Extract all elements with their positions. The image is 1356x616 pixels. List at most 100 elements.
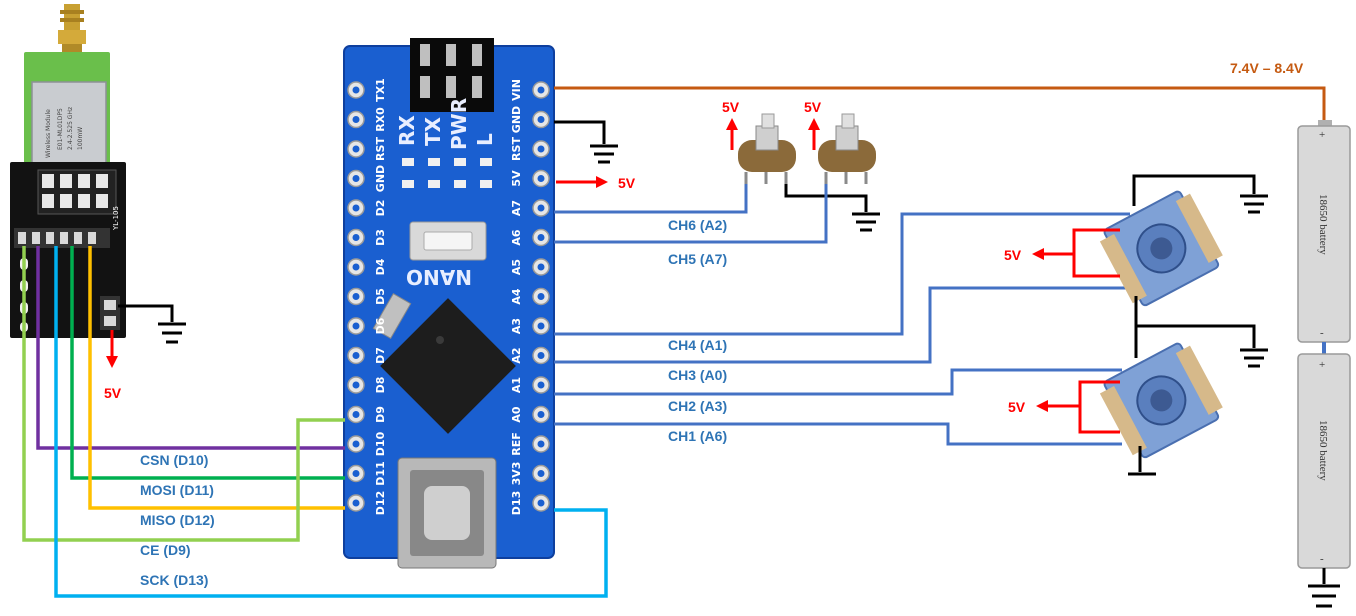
- left-pin-label-d2: D2: [374, 200, 387, 217]
- right-pin-label-vin: VIN: [510, 79, 523, 101]
- ground-icon: [590, 144, 618, 164]
- mosi-label: MOSI (D11): [140, 482, 214, 498]
- right-pin-center-a0: [537, 411, 545, 418]
- module-text: Wireless Module: [45, 109, 52, 158]
- right-pin-label-a1: A1: [510, 377, 523, 393]
- led-tx-label: TX: [421, 116, 445, 146]
- left-pin-center-tx1: [352, 86, 360, 94]
- ch3-label: CH3 (A0): [668, 367, 727, 383]
- left-pin-center-d10: [352, 440, 360, 448]
- pot-5v: 5V 5V: [722, 99, 822, 150]
- reset-button[interactable]: [409, 221, 487, 261]
- left-pin-label-d8: D8: [374, 377, 387, 394]
- left-pin-center-d3: [352, 234, 360, 241]
- right-pin-label-3v3: 3V3: [510, 462, 523, 486]
- right-pin-label-a0: A0: [510, 406, 523, 423]
- battery-bottom-minus: -: [1320, 553, 1324, 565]
- right-pin-center-a1: [537, 381, 545, 389]
- right-pin-center-gnd: [537, 116, 545, 123]
- ch6-wire: [554, 184, 748, 214]
- miso-wire: [88, 246, 345, 510]
- usb-c-port: [397, 457, 497, 569]
- left-pin-label-rx0: RX0: [374, 107, 387, 132]
- left-pin-label-d9: D9: [374, 406, 387, 423]
- right-pin-center-d13: [537, 499, 545, 507]
- led-pwr-label: PWR: [447, 98, 471, 150]
- left-pin-label-tx1: TX1: [374, 78, 387, 102]
- channel-labels: CH6 (A2) CH5 (A7) CH4 (A1) CH3 (A0) CH2 …: [668, 217, 727, 444]
- ce-label: CE (D9): [140, 542, 191, 558]
- left-pin-label-d10: D10: [374, 431, 387, 456]
- microcontroller-chip: [380, 298, 516, 434]
- nano-5v-label: 5V: [618, 175, 636, 191]
- right-pin-center-a2: [537, 352, 545, 359]
- ce-wire: [22, 246, 345, 542]
- left-pin-center-d7: [352, 352, 360, 359]
- right-pin-label-a2: A2: [510, 347, 523, 363]
- ground-icon: [1240, 194, 1268, 214]
- left-pin-label-d6: D6: [374, 317, 387, 334]
- nrf24-radio-module: Wireless Module E01-ML01DP5 2.4-2.525 GH…: [10, 4, 126, 338]
- right-pin-label-a7: A7: [510, 200, 523, 216]
- csn-label: CSN (D10): [140, 452, 208, 468]
- sck-label: SCK (D13): [140, 572, 208, 588]
- right-pin-center-rst: [537, 145, 545, 153]
- ch4-wire: [554, 212, 1130, 336]
- right-pin-center-a5: [537, 263, 545, 271]
- ch6-label: CH6 (A2): [668, 217, 727, 233]
- right-pin-center-a6: [537, 234, 545, 241]
- right-pin-label-ref: REF: [510, 432, 523, 456]
- battery-bottom: + 18650 battery -: [1297, 353, 1351, 569]
- joy1-5v-label: 5V: [1004, 247, 1022, 263]
- csn-wire: [36, 246, 345, 450]
- ground-icon: [852, 212, 880, 232]
- radio-5v-label: 5V: [104, 385, 122, 401]
- ground-icon: [158, 322, 186, 344]
- ch2-label: CH2 (A3): [668, 398, 727, 414]
- led-labels: RX TX PWR L: [395, 98, 497, 150]
- right-pin-center-vin: [537, 86, 545, 94]
- right-pin-label-a4: A4: [510, 288, 523, 305]
- left-pin-label-d7: D7: [374, 347, 387, 364]
- nano-logo: NANO: [406, 265, 472, 289]
- right-pin-center-ref: [537, 440, 545, 448]
- battery-top-plus: +: [1319, 129, 1325, 141]
- right-pin-label-d13: D13: [510, 491, 523, 515]
- battery-bottom-label: 18650 battery: [1317, 420, 1329, 481]
- arduino-nano-board: RX TX PWR L NANO: [343, 38, 555, 569]
- left-pin-center-gnd: [352, 175, 360, 182]
- left-pin-label-d12: D12: [374, 491, 387, 515]
- ch3-wire: [554, 286, 1130, 364]
- left-pin-center-d5: [352, 293, 360, 300]
- potentiometer-1: [738, 113, 796, 184]
- battery-top-label: 18650 battery: [1317, 194, 1329, 255]
- left-pin-center-d8: [352, 381, 360, 389]
- right-pin-label-rst: RST: [510, 137, 523, 161]
- right-pin-label-a6: A6: [510, 229, 523, 246]
- ch5-wire: [554, 184, 828, 244]
- left-pin-center-rx0: [352, 116, 360, 123]
- left-pin-label-d4: D4: [374, 258, 387, 275]
- miso-label: MISO (D12): [140, 512, 215, 528]
- right-pin-center-5v: [537, 175, 545, 182]
- left-pin-center-rst: [352, 145, 360, 153]
- svg-text:2.4-2.525 GHz: 2.4-2.525 GHz: [67, 107, 74, 150]
- pot1-5v-label: 5V: [722, 99, 740, 115]
- left-pin-label-d5: D5: [374, 288, 387, 305]
- battery-top: + 18650 battery -: [1297, 120, 1351, 343]
- left-pin-center-d2: [352, 204, 360, 212]
- ch2-wire: [554, 368, 1122, 396]
- analog-wires: [554, 184, 1130, 446]
- left-pin-center-d9: [352, 411, 360, 418]
- left-pin-center-d4: [352, 263, 360, 271]
- ground-icon: [1240, 348, 1268, 368]
- right-pin-label-a5: A5: [510, 259, 523, 275]
- joystick-2: 5V: [1008, 296, 1268, 476]
- spi-wires: [22, 246, 608, 598]
- ground-icon: [1308, 584, 1340, 608]
- joy2-5v-label: 5V: [1008, 399, 1026, 415]
- right-pin-center-a3: [537, 322, 545, 330]
- battery-top-minus: -: [1320, 327, 1324, 339]
